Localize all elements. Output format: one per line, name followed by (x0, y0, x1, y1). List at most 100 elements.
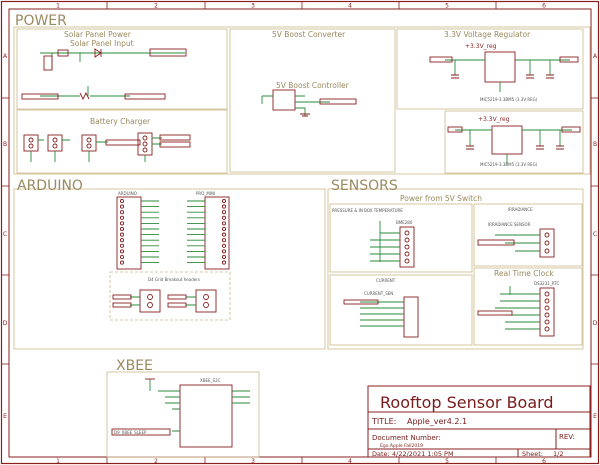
header-pin (119, 260, 125, 265)
row-label-e-right: E (593, 413, 597, 420)
pressure-temp-circuit (370, 221, 415, 268)
arduino-section-title: ARDUINO (17, 178, 83, 194)
current-circuit (343, 296, 419, 338)
header-pin (119, 221, 125, 226)
header-pin (119, 215, 125, 220)
regulator-1-circuit (429, 51, 579, 92)
solar-panel-power-block (16, 28, 228, 110)
pro-mini-header-label: PRO_MINI (196, 191, 215, 196)
boost-controller-title: 5V Boost Controller (276, 81, 350, 90)
sensors-section-title: SENSORS (331, 178, 398, 194)
header-pin (119, 249, 125, 254)
irradiance-sensor-label: IRRADIANCE SENSOR (488, 222, 531, 227)
arduino-header-label: ARDUINO (118, 191, 137, 196)
xbee-section-title: XBEE (116, 358, 153, 374)
title-value: Apple_ver4.2.1 (407, 417, 467, 426)
revision-label: REV: (559, 433, 575, 441)
row-label-b-right: B (593, 141, 597, 148)
breakout-headers-title: D4 Grid Breakout headers (148, 277, 200, 282)
regulator-2-label: +3.3V_reg (478, 116, 510, 123)
column-label-6: 6 (542, 3, 546, 10)
column-label-2: 2 (154, 3, 158, 10)
column-label-3-bottom: 3 (251, 458, 255, 465)
column-ticks (106, 1, 497, 464)
board-name: Rooftop Sensor Board (380, 393, 554, 412)
battery-charger-title: Battery Charger (90, 117, 151, 126)
row-label-d: D (3, 320, 8, 327)
irradiance-title: IRRADIANCE (508, 207, 533, 212)
title-block (367, 385, 591, 458)
header-pin (221, 204, 227, 209)
date-value: 4/22/2021 1:05 PM (392, 450, 454, 458)
regulator-2-circuit (447, 125, 581, 164)
power-section-title: POWER (15, 13, 67, 29)
header-pin (221, 254, 227, 260)
document-number-label: Document Number: (372, 434, 441, 442)
current-title: CURRENT (376, 278, 396, 283)
rtc-label: DS3231_RTC (534, 281, 559, 286)
pressure-temp-block (329, 203, 473, 273)
row-label-c-right: C (593, 231, 597, 238)
xbee-sleep-label: D9_XBEE_SLEEP (114, 430, 147, 435)
header-pin (221, 210, 227, 215)
header-pin (119, 232, 125, 237)
breakout-headers-frame (109, 271, 231, 321)
column-label-1-bottom: 1 (56, 458, 60, 465)
boost-converter-block (229, 28, 396, 173)
real-time-clock-block (473, 267, 583, 346)
row-label-a: A (3, 53, 8, 60)
row-label-c: C (3, 231, 7, 238)
rtc-circuit (477, 286, 555, 337)
title-label: TITLE: (371, 417, 396, 426)
row-label-d-right: D (593, 320, 598, 327)
sheet-label: Sheet: (522, 450, 543, 458)
date-label: Date: (372, 450, 390, 458)
column-label-1: 1 (56, 3, 60, 10)
row-label-a-right: A (593, 53, 598, 60)
current-sensor-label: CURRENT_SEN (364, 291, 393, 296)
column-label-5: 5 (445, 3, 449, 10)
irradiance-block (473, 203, 583, 267)
regulator-1-label: +3.3V_reg (465, 43, 497, 50)
column-label-4-bottom: 4 (348, 458, 352, 465)
solar-panel-power-title: Solar Panel Power (64, 30, 132, 39)
header-pin (221, 232, 227, 237)
voltage-regulator-title: 3.3V Voltage Regulator (444, 30, 531, 39)
row-label-b: B (3, 141, 7, 148)
column-label-6-bottom: 6 (542, 458, 546, 465)
column-label-5-bottom: 5 (445, 458, 449, 465)
header-pin (119, 210, 125, 215)
header-pin (221, 260, 227, 265)
irradiance-circuit (477, 228, 555, 258)
arduino-section-frame (13, 188, 326, 350)
header-pin (119, 198, 125, 204)
regulator-1-part: MIC5219-3.3BM5 (3.3V REG) (480, 97, 538, 102)
sensors-section-frame (327, 188, 584, 350)
xbee-section-frame (106, 371, 260, 458)
column-label-2-bottom: 2 (154, 458, 158, 465)
row-ticks (1, 97, 599, 365)
header-pin (119, 243, 125, 248)
sheet-value: 1/2 (553, 450, 563, 458)
header-pin (119, 238, 125, 243)
power-section-frame (13, 26, 591, 175)
xbee-part-label: XBEE_S2C (200, 378, 221, 383)
inner-frame (8, 8, 592, 458)
bme280-label: BME280 (396, 220, 413, 225)
header-pin (119, 254, 125, 260)
header-pin (221, 198, 227, 204)
arduino-headers (116, 196, 230, 270)
solar-panel-input-title: Solar Panel Input (70, 39, 134, 48)
header-pin (119, 204, 125, 209)
row-label-e: E (3, 413, 7, 420)
header-pin (221, 226, 227, 232)
current-block (329, 274, 473, 346)
solar-input-circuit (21, 48, 187, 101)
column-label-4: 4 (348, 3, 352, 10)
regulator-2-part: MIC5219-3.3BM5 (3.3V REG) (480, 162, 538, 167)
column-label-3: 3 (251, 3, 255, 10)
pressure-temp-title: PRESSURE & IN BOX TEMPERATURE (332, 208, 403, 213)
battery-charger-block (16, 109, 228, 174)
voltage-regulator-block (396, 28, 584, 110)
